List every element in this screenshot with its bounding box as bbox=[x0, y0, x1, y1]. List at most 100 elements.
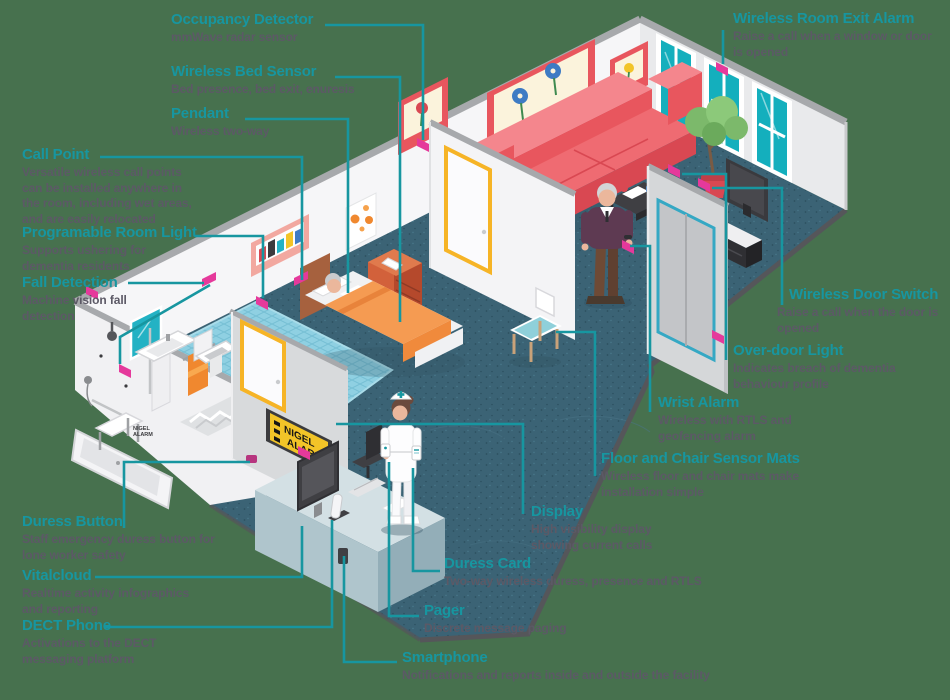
label-title: Smartphone bbox=[402, 649, 488, 666]
sensor-fall-detection bbox=[202, 272, 216, 287]
label-description: Raise a call when the door is opened bbox=[777, 305, 939, 335]
label-description: Supports ushering for dementia residents bbox=[22, 243, 146, 273]
dots-poster bbox=[345, 192, 377, 251]
label-description: Two-way wireless duress, presence and RT… bbox=[444, 574, 702, 588]
floor-logo: NIGEL ALARM bbox=[133, 426, 153, 438]
leader-pendant bbox=[245, 117, 350, 293]
window-3 bbox=[752, 81, 792, 183]
label-title: Over-door Light bbox=[733, 342, 844, 359]
label-programable-room-light: Programable Room Light Supports ushering… bbox=[22, 224, 197, 274]
pager-device bbox=[380, 443, 391, 458]
picture-large-blue-flowers bbox=[487, 39, 595, 150]
leader-floor-chair-mats bbox=[556, 330, 597, 476]
label-wireless-door-switch: Wireless Door Switch Raise a call when t… bbox=[777, 286, 947, 336]
sensor-room-light bbox=[256, 296, 268, 310]
label-duress-button: Duress Button Staff emergency duress but… bbox=[22, 513, 217, 563]
label-title: Duress Card bbox=[444, 555, 532, 572]
toilet bbox=[193, 328, 238, 378]
exit-door bbox=[656, 197, 716, 363]
label-display: Display High visibility display showing … bbox=[531, 503, 701, 553]
label-description: Realtime activity infographics and repor… bbox=[22, 586, 190, 616]
bathroom-door bbox=[240, 318, 286, 414]
nurse-face bbox=[392, 405, 408, 421]
label-smartphone: Smartphone Notifications and reports ins… bbox=[402, 649, 892, 684]
label-title: Programable Room Light bbox=[22, 224, 197, 241]
label-title: Wireless Room Exit Alarm bbox=[733, 10, 915, 27]
sensor-over-door-light bbox=[668, 164, 680, 178]
sensor-call-point-wet-area bbox=[119, 364, 131, 378]
office-chair bbox=[352, 424, 386, 478]
bedroom-partition-wall bbox=[428, 119, 577, 340]
desk-keyboard bbox=[348, 477, 386, 497]
sensor-below-sign bbox=[298, 446, 310, 460]
label-description: Wireless two-way bbox=[171, 124, 270, 138]
label-title: Vitalcloud bbox=[22, 567, 92, 584]
label-description: mmWave radar sensor bbox=[171, 30, 298, 44]
wrist-alarm-device bbox=[624, 235, 632, 239]
floor-logo-line1: NIGEL bbox=[133, 426, 150, 432]
leader-duress-button bbox=[122, 460, 250, 528]
label-title: Pager bbox=[424, 602, 465, 619]
leader-call-point-branch bbox=[118, 283, 211, 364]
nurse-figure bbox=[380, 391, 423, 536]
leader-duress-card bbox=[411, 468, 440, 573]
shower-stool bbox=[94, 412, 144, 450]
sensor-door-switch bbox=[698, 178, 710, 192]
leader-door-switch bbox=[712, 186, 784, 305]
leader-pager bbox=[387, 462, 419, 618]
exit-partition-wall bbox=[646, 163, 730, 394]
label-pager: Pager Discrete message paging bbox=[424, 602, 724, 637]
leader-smartphone bbox=[342, 556, 397, 664]
label-description: Discrete message paging bbox=[424, 621, 567, 635]
label-description: High visibility display showing current … bbox=[531, 522, 653, 552]
label-title: Occupancy Detector bbox=[171, 11, 314, 28]
label-wrist-alarm: Wrist Alarm Wireless with RTLS and geofe… bbox=[658, 394, 833, 444]
label-description: Wireless with RTLS and geofencing alarm bbox=[658, 413, 792, 443]
sensor-partition-left bbox=[622, 240, 634, 254]
resident-face bbox=[598, 189, 616, 207]
label-description: Bed presence, bed exit, enuresis bbox=[171, 82, 355, 96]
leader-occupancy-detector bbox=[325, 23, 425, 140]
sink bbox=[134, 330, 198, 412]
label-call-point: Call Point Versatile wireless call point… bbox=[22, 146, 197, 227]
chair-with-sensor-mat bbox=[509, 315, 562, 368]
bath-tub bbox=[70, 428, 174, 510]
label-wireless-room-exit-alarm: Wireless Room Exit Alarm Raise a call wh… bbox=[733, 10, 943, 60]
bedroom-door bbox=[444, 144, 492, 276]
sensor-wall-left bbox=[86, 286, 98, 300]
label-title: Wireless Bed Sensor bbox=[171, 63, 317, 80]
leader-dect-phone bbox=[104, 520, 334, 629]
chair-sensor-mat bbox=[514, 317, 557, 339]
sensor-room-exit-alarm bbox=[716, 62, 728, 76]
floor-logo-line2: ALARM bbox=[133, 432, 153, 438]
reception-desk bbox=[246, 440, 445, 612]
label-description: Versatile wireless call points can be in… bbox=[22, 165, 192, 226]
sensor-occupancy-detector bbox=[417, 138, 429, 152]
label-dect-phone: DECT Phone Activations to the DECT messa… bbox=[22, 617, 192, 667]
label-title: Call Point bbox=[22, 146, 90, 163]
label-description: Raise a call when a window or door is op… bbox=[733, 29, 932, 59]
label-title: Duress Button bbox=[22, 513, 123, 530]
label-vitalcloud: Vitalcloud Realtime activity infographic… bbox=[22, 567, 202, 617]
leader-lines bbox=[95, 23, 784, 664]
label-title: Wireless Door Switch bbox=[789, 286, 939, 303]
label-description: Wireless floor and chair mats make insta… bbox=[601, 469, 799, 499]
label-wireless-bed-sensor: Wireless Bed Sensor Bed presence, bed ex… bbox=[171, 63, 441, 98]
label-description: Machine vision fall detection bbox=[22, 293, 127, 323]
label-fall-detection: Fall Detection Machine vision fall detec… bbox=[22, 274, 132, 324]
label-pendant: Pendant Wireless two-way bbox=[171, 105, 371, 140]
label-description: Notifications and reports inside and out… bbox=[402, 668, 710, 682]
label-title: Wrist Alarm bbox=[658, 394, 740, 411]
label-duress-card: Duress Card Two-way wireless duress, pre… bbox=[444, 555, 914, 590]
leader-call-point bbox=[100, 155, 304, 280]
wall-plate bbox=[535, 286, 555, 318]
elderly-resident bbox=[581, 183, 633, 309]
leader-wrist-alarm bbox=[630, 244, 652, 412]
potted-plant bbox=[685, 96, 748, 198]
label-over-door-light: Over-door Light Indicates breach of deme… bbox=[733, 342, 938, 392]
leader-room-light bbox=[195, 234, 265, 298]
label-description: Indicates breach of dementia behaviour p… bbox=[733, 361, 896, 391]
sensor-partition-front bbox=[712, 330, 724, 344]
